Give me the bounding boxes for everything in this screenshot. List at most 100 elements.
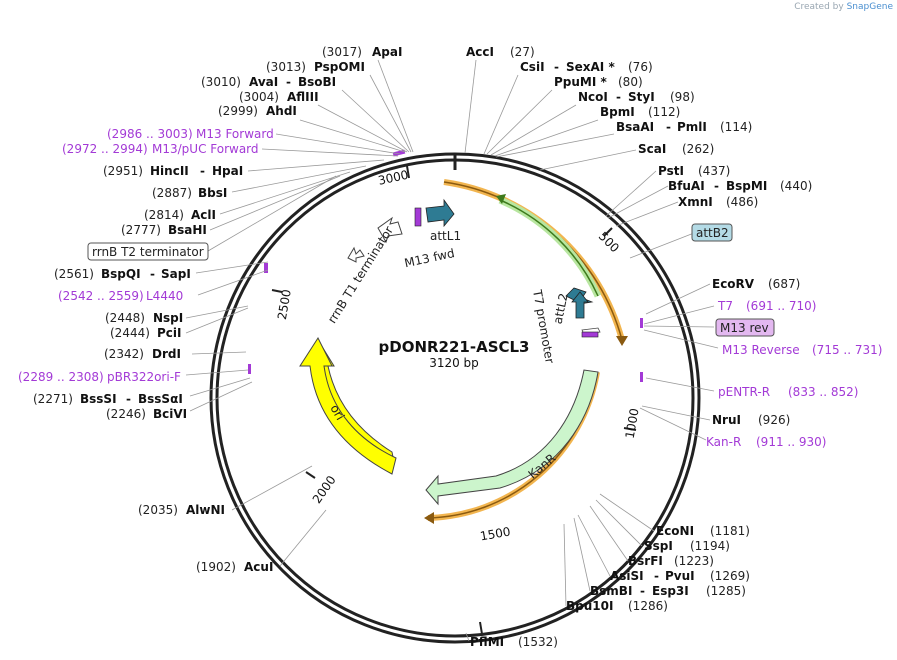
primer-range: (691 .. 710) xyxy=(746,299,816,313)
primer-name: pBR322ori-F xyxy=(107,370,181,384)
enzyme-name: BpmI xyxy=(600,105,635,119)
attl2-arrow-b xyxy=(571,291,589,319)
attl2-label: attL2 xyxy=(551,292,571,325)
rrnb-t2-arrow xyxy=(347,246,365,263)
enzyme-name: NcoI xyxy=(578,90,608,104)
primer-range: (2289 .. 2308) xyxy=(18,370,104,384)
enzyme-separator: - xyxy=(200,164,205,178)
enzyme-name: ScaI xyxy=(638,142,666,156)
enzyme-separator: - xyxy=(714,179,719,193)
attl1-label: attL1 xyxy=(430,229,461,243)
enzyme-name: BsrFI xyxy=(628,554,663,568)
enzyme-pos: (687) xyxy=(768,277,800,291)
primer-t7-mark xyxy=(640,318,643,328)
enzyme-pos: (437) xyxy=(698,164,730,178)
primer-name: M13 Forward xyxy=(196,127,274,141)
enzyme-name: AccI xyxy=(466,45,494,59)
enzyme-separator: - xyxy=(554,60,559,74)
enzyme-pos: (1286) xyxy=(628,599,668,613)
enzyme-pos: (2951) xyxy=(103,164,143,178)
enzyme-pos: (2444) xyxy=(110,326,150,340)
tick-1500 xyxy=(479,621,483,635)
primer-name: pENTR-R xyxy=(718,385,770,399)
tick-1000 xyxy=(623,427,637,431)
enzyme-separator: - xyxy=(126,392,131,406)
enzyme-separator: - xyxy=(286,75,291,89)
green-arc-core xyxy=(499,199,599,297)
enzyme-pos: (1285) xyxy=(706,584,746,598)
enzyme-name: HincII xyxy=(150,164,189,178)
enzyme-name: PvuI xyxy=(665,569,695,583)
plasmid-name: pDONR221-ASCL3 xyxy=(379,338,530,356)
primer-range: (911 .. 930) xyxy=(756,435,826,449)
kanr-arrow xyxy=(425,369,599,506)
m13-fwd-label: M13 fwd xyxy=(403,246,456,270)
enzyme-pos: (926) xyxy=(758,413,790,427)
enzyme-name: BsaAI xyxy=(616,120,654,134)
enzyme-name: PspOMI xyxy=(314,60,365,74)
enzyme-name: AlwNI xyxy=(186,503,225,517)
enzyme-name: HpaI xyxy=(212,164,243,178)
t7-promoter-label: T7 promoter xyxy=(530,288,557,365)
enzyme-pos: (2999) xyxy=(218,104,258,118)
tick-label-1000: 1000 xyxy=(623,407,642,440)
enzyme-pos: (1902) xyxy=(196,560,236,574)
m13-rev-box xyxy=(715,318,775,337)
enzyme-pos: (1269) xyxy=(710,569,750,583)
primer-name: L4440 xyxy=(146,289,183,303)
orange-arc-bottom-head xyxy=(424,512,434,524)
enzyme-name: SspI xyxy=(644,539,673,553)
enzyme-pos: (2271) xyxy=(33,392,73,406)
enzyme-pos: (114) xyxy=(720,120,752,134)
enzyme-pos: (262) xyxy=(682,142,714,156)
snapgene-credit: Created by SnapGene xyxy=(794,2,893,12)
enzyme-pos: (76) xyxy=(628,60,653,74)
leader-lines xyxy=(185,59,719,642)
enzyme-labels: (3017) ApaI (3013) PspOMI (3010) AvaI - … xyxy=(33,45,812,649)
enzyme-name: XmnI xyxy=(678,195,713,209)
primer-range: (2986 .. 3003) xyxy=(107,127,193,141)
m13-fwd-mark xyxy=(414,207,422,227)
orange-arc-top-head xyxy=(616,336,628,346)
tick-label-500: 500 xyxy=(596,229,622,255)
enzyme-name: StyI xyxy=(628,90,655,104)
boxed-labels: rrnB T2 terminator attB2 M13 rev xyxy=(87,223,775,337)
green-arc-head xyxy=(496,194,506,204)
enzyme-name: AcuI xyxy=(244,560,273,574)
ori-arrow-body xyxy=(299,336,397,475)
enzyme-pos: (112) xyxy=(648,105,680,119)
enzyme-name: DrdI xyxy=(152,347,181,361)
enzyme-separator: - xyxy=(654,569,659,583)
enzyme-pos: (2246) xyxy=(106,407,146,421)
enzyme-pos: (98) xyxy=(670,90,695,104)
rrnb-t1-arrow xyxy=(377,216,403,244)
enzyme-pos: (2887) xyxy=(152,186,192,200)
enzyme-name: CsiI xyxy=(520,60,545,74)
enzyme-name: PciI xyxy=(157,326,182,340)
enzyme-pos: (3013) xyxy=(266,60,306,74)
enzyme-name: PflMI xyxy=(470,635,504,649)
enzyme-separator: - xyxy=(666,120,671,134)
enzyme-separator: - xyxy=(640,584,645,598)
enzyme-name: AflIII xyxy=(287,90,319,104)
enzyme-name: Esp3I xyxy=(652,584,689,598)
green-arc xyxy=(498,196,602,298)
enzyme-pos: (2814) xyxy=(144,208,184,222)
enzyme-pos: (2342) xyxy=(104,347,144,361)
enzyme-pos: (1181) xyxy=(710,524,750,538)
tick-label-1500: 1500 xyxy=(479,524,512,543)
tick-2500 xyxy=(271,289,283,293)
enzyme-separator: - xyxy=(616,90,621,104)
primer-name: M13/pUC Forward xyxy=(152,142,259,156)
attb2-label: attB2 xyxy=(696,226,729,240)
orange-arc-bottom xyxy=(427,371,600,521)
enzyme-name: BciVI xyxy=(153,407,187,421)
tick-label-3000: 3000 xyxy=(377,168,410,188)
credit-prefix: Created by xyxy=(794,2,844,12)
enzyme-pos: (80) xyxy=(618,75,643,89)
enzyme-pos: (3017) xyxy=(322,45,362,59)
tick-label-2500: 2500 xyxy=(275,288,294,321)
enzyme-separator: - xyxy=(150,267,155,281)
primer-range: (2542 .. 2559) xyxy=(58,289,144,303)
